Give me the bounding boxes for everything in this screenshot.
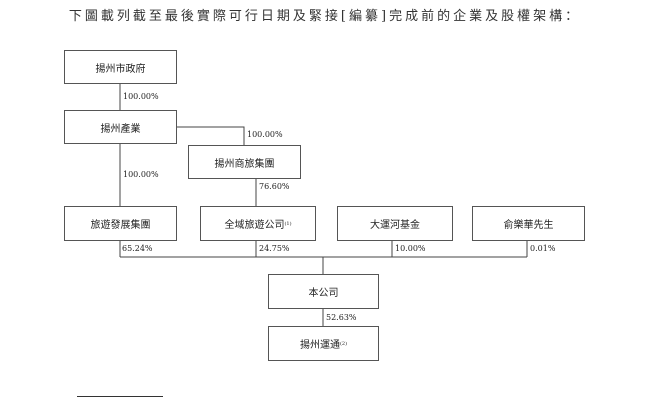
footnote-marker: (2) (339, 340, 348, 347)
entity-yangzhou-gov: 揚州市政府 (64, 50, 177, 84)
entity-tourism-development: 旅遊發展集團 (64, 206, 177, 241)
footnote-divider (77, 396, 163, 397)
entity-label: 揚州產業 (100, 123, 141, 135)
entity-yangzhou-yuntong: 揚州運通(2) (268, 326, 379, 361)
pct-quanyu-company: 24.75% (259, 244, 290, 253)
entity-company: 本公司 (268, 274, 379, 309)
pct-commerce-quanyu: 76.60% (259, 182, 290, 191)
entity-label: 揚州運通 (299, 340, 340, 351)
entity-label: 大運河基金 (370, 220, 420, 231)
line-industry-commerce (177, 126, 245, 145)
pct-fund-company: 10.00% (395, 244, 426, 253)
pct-company-yuntong: 52.63% (326, 313, 357, 322)
entity-label: 全域旅遊公司 (224, 220, 285, 231)
entity-label: 俞樂華先生 (503, 220, 554, 231)
entity-grand-canal-fund: 大運河基金 (337, 206, 453, 241)
pct-yu-company: 0.01% (530, 244, 556, 253)
pct-gov-industry: 100.00% (123, 92, 159, 101)
entity-label: 旅遊發展集團 (90, 220, 151, 231)
entity-mr-yu: 俞樂華先生 (472, 206, 585, 241)
entity-quanyu-tourism: 全域旅遊公司(1) (200, 206, 316, 241)
entity-label: 本公司 (308, 288, 339, 299)
entity-yangzhou-commerce-tourism: 揚州商旅集團 (188, 145, 301, 179)
entity-label: 揚州市政府 (95, 63, 146, 75)
entity-yangzhou-industry: 揚州產業 (64, 110, 177, 144)
entity-label: 揚州商旅集團 (214, 158, 275, 170)
pct-industry-tourismdev: 100.00% (123, 170, 159, 179)
page-title: 下圖載列截至最後實際可行日期及緊接[編纂]完成前的企業及股權架構： (68, 9, 582, 24)
pct-industry-commerce: 100.00% (247, 130, 283, 139)
pct-tourismdev-company: 65.24% (122, 244, 153, 253)
footnote-marker: (1) (284, 220, 292, 227)
